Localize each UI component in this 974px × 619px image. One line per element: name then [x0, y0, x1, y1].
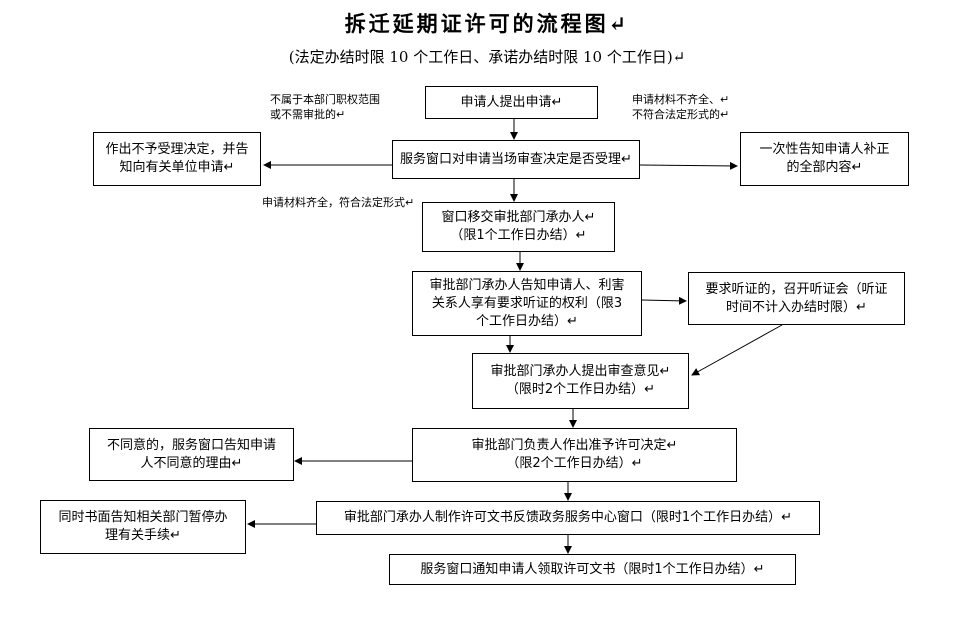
page-subtitle: (法定办结时限 10 个工作日、承诺办结时限 10 个工作日)↵	[288, 48, 686, 66]
arrow-hearing-rights-to-hearing	[641, 296, 687, 305]
node-suspend-notice: 同时书面告知相关部门暂停办 理有关手续↵	[40, 500, 246, 554]
node-hearing: 要求听证的，召开听证会（听证 时间不计入办结时限）↵	[688, 272, 905, 325]
node-supplement-notice: 一次性告知申请人补正 的全部内容↵	[740, 132, 909, 186]
node-hearing-rights: 审批部门承办人告知申请人、利害 关系人享有要求听证的权利（限3 个工作日办结）↵	[412, 271, 642, 336]
node-reject-decision: 作出不予受理决定，并告 知向有关单位申请↵	[93, 132, 261, 186]
node-review-opinion: 审批部门承办人提出审查意见↵ （限时2个工作日办结）↵	[472, 353, 689, 409]
node-window-review: 服务窗口对申请当场审查决定是否受理↵	[392, 140, 640, 179]
page-title: 拆迁延期证许可的流程图↵	[344, 11, 630, 36]
node-issue-document: 审批部门承办人制作许可文书反馈政务服务中心窗口（限时1个工作日办结）↵	[316, 501, 820, 535]
note-out-of-scope: 不属于本部门职权范围 或不需审批的↵	[270, 93, 380, 121]
node-apply: 申请人提出申请↵	[425, 86, 598, 119]
note-incomplete: 申请材料不齐全、↵ 不符合法定形式的↵	[632, 93, 730, 121]
node-approval-decision: 审批部门负责人作出准予许可决定↵ （限2个工作日办结）↵	[412, 428, 737, 482]
node-disagree-notice: 不同意的，服务窗口告知申请 人不同意的理由↵	[89, 428, 294, 481]
arrow-review-to-supplement	[639, 161, 738, 170]
arrow-hearing-to-opinion	[691, 324, 783, 376]
node-transfer: 窗口移交审批部门承办人↵ （限1个工作日办结）↵	[422, 202, 615, 252]
node-notify-collect: 服务窗口通知申请人领取许可文书（限时1个工作日办结）↵	[389, 554, 796, 585]
note-complete: 申请材料齐全，符合法定形式↵	[262, 196, 415, 209]
